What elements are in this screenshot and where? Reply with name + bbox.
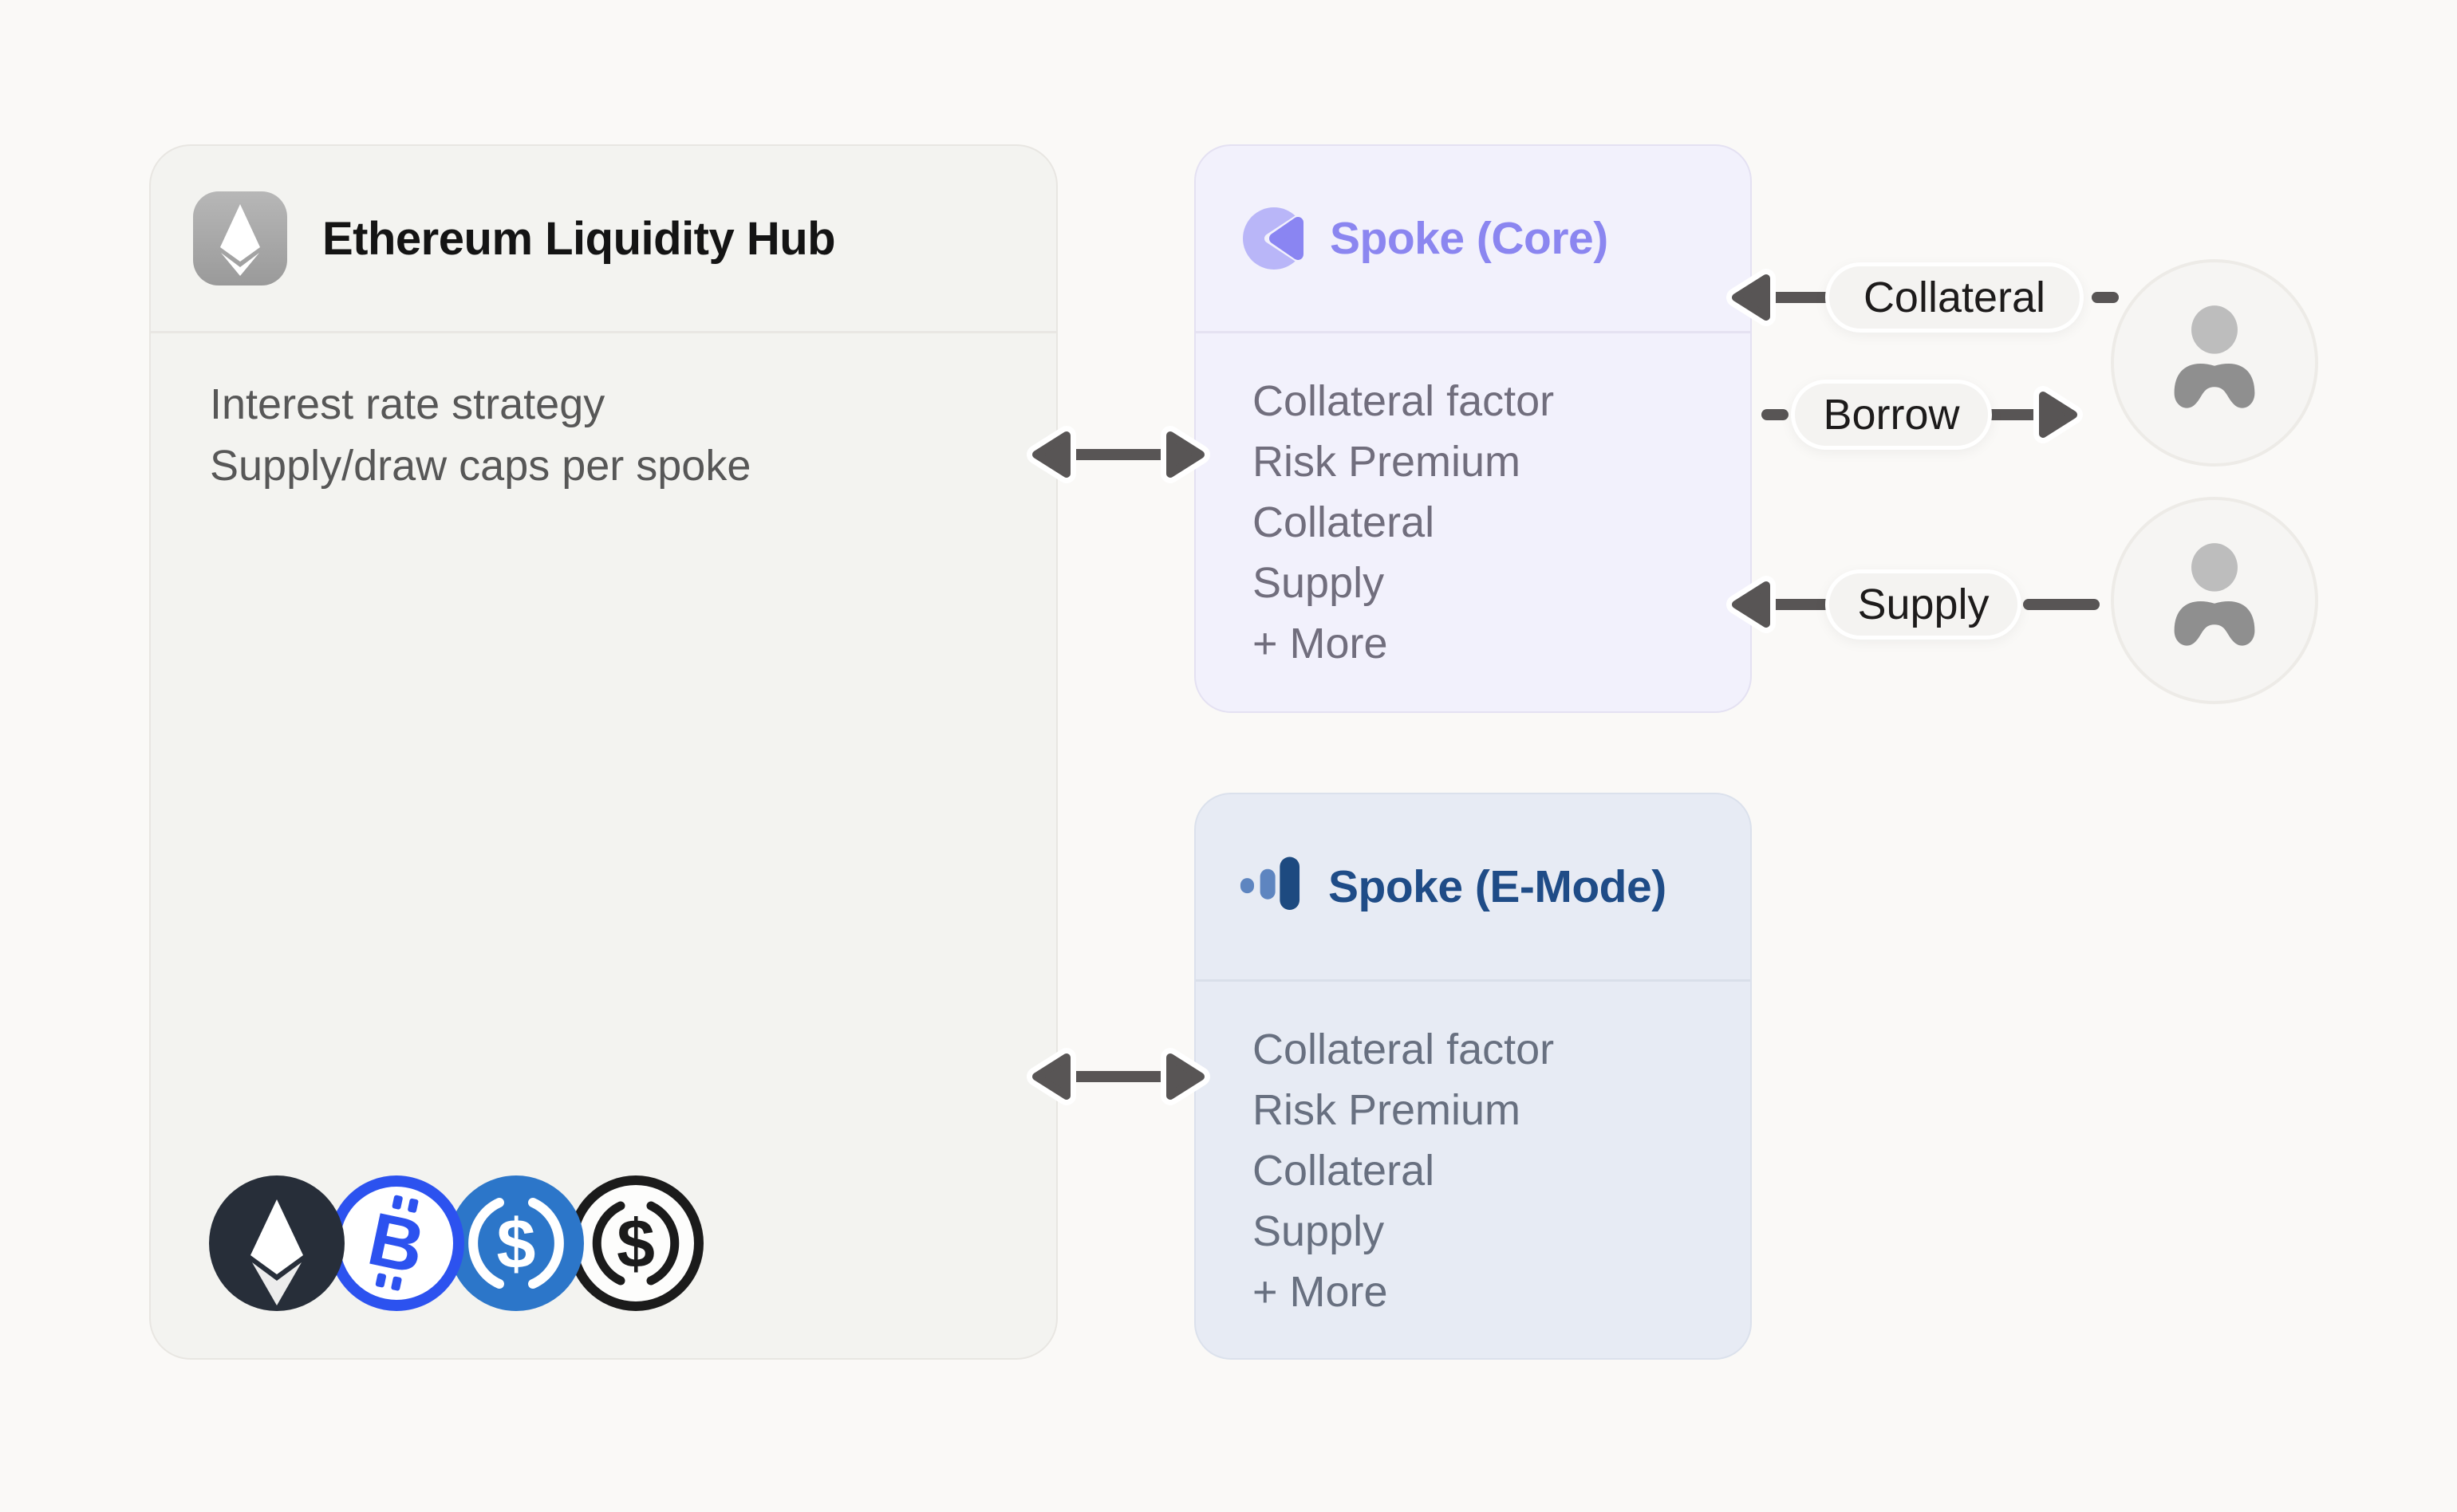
list-item: + More (1252, 620, 1388, 667)
user-avatar-2 (2111, 497, 2318, 704)
list-item: Risk Premium (1252, 438, 1521, 486)
spoke-core-divider (1196, 331, 1750, 333)
hub-header-divider (151, 331, 1056, 333)
spoke-core-title: Spoke (Core) (1330, 213, 1608, 264)
usd-outline-coin-icon: $ (568, 1175, 704, 1311)
spoke-emode-title: Spoke (E-Mode) (1328, 861, 1666, 912)
collateral-dash-connector (2092, 292, 2119, 303)
spoke-core-card: Spoke (Core) Collateral factor Risk Prem… (1194, 144, 1752, 713)
liquidity-hub-card: Ethereum Liquidity Hub Interest rate str… (149, 144, 1058, 1360)
svg-text:$: $ (497, 1204, 536, 1283)
borrow-arrow-into-user (1990, 386, 2083, 443)
list-item: Collateral (1252, 1147, 1435, 1195)
hub-line-2: Supply/draw caps per spoke (210, 442, 751, 490)
list-item: Collateral factor (1252, 1026, 1555, 1073)
supply-flow-pill: Supply (1825, 569, 2021, 640)
list-item: Collateral (1252, 498, 1435, 546)
user-icon (2174, 305, 2255, 408)
user-icon (2174, 543, 2255, 646)
hub-core-double-arrow (1027, 426, 1210, 483)
spoke-core-header: Spoke (Core) (1196, 146, 1750, 331)
hub-title: Ethereum Liquidity Hub (322, 212, 836, 265)
hub-description: Interest rate strategy Supply/draw caps … (210, 374, 751, 497)
list-item: Risk Premium (1252, 1086, 1521, 1134)
hub-emode-double-arrow (1027, 1048, 1210, 1105)
core-crescent-icon (1243, 202, 1315, 275)
hub-asset-icons: B $ $ (209, 1175, 704, 1311)
supply-flow-label: Supply (1857, 581, 1990, 628)
list-item: Supply (1252, 1207, 1385, 1255)
supply-line-connector (2023, 599, 2100, 610)
usdc-coin-icon: $ (448, 1175, 584, 1311)
spoke-core-item-list: Collateral factor Risk Premium Collatera… (1252, 371, 1554, 674)
eth-coin-icon (209, 1175, 345, 1311)
spoke-emode-card: Spoke (E-Mode) Collateral factor Risk Pr… (1194, 793, 1752, 1360)
collateral-flow-pill: Collateral (1825, 262, 2084, 333)
hub-line-1: Interest rate strategy (210, 380, 605, 428)
list-item: + More (1252, 1268, 1388, 1316)
borrow-flow-label: Borrow (1823, 391, 1960, 439)
list-item: Collateral factor (1252, 377, 1555, 425)
spoke-emode-divider (1196, 979, 1750, 982)
btc-coin-icon: B (329, 1175, 464, 1311)
borrow-flow-pill: Borrow (1791, 380, 1992, 450)
user-avatar-1 (2111, 259, 2318, 467)
collateral-flow-label: Collateral (1863, 274, 2046, 321)
borrow-dash-connector (1761, 409, 1789, 420)
spoke-emode-header: Spoke (E-Mode) (1196, 794, 1750, 979)
ethereum-icon (193, 191, 287, 285)
collateral-arrow-into-spoke (1726, 269, 1835, 326)
supply-arrow-into-spoke (1726, 576, 1835, 633)
spoke-emode-item-list: Collateral factor Risk Premium Collatera… (1252, 1019, 1554, 1322)
svg-text:$: $ (617, 1206, 655, 1282)
hub-header: Ethereum Liquidity Hub (151, 146, 1056, 331)
list-item: Supply (1252, 559, 1385, 607)
emode-bars-icon (1240, 856, 1300, 910)
